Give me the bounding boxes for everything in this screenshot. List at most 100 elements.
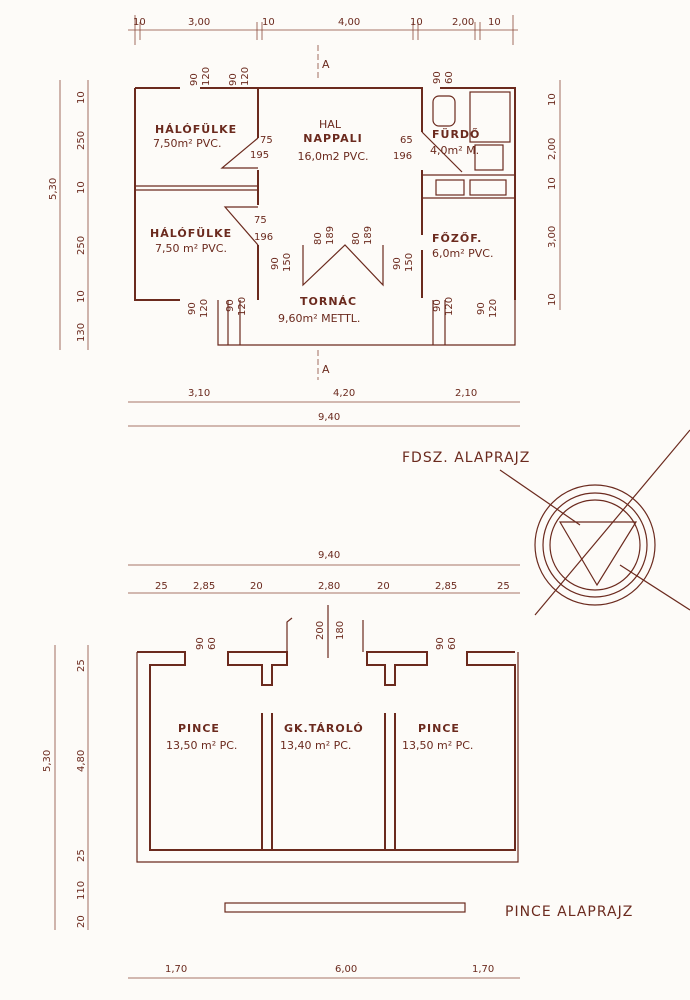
svg-text:3,00: 3,00 <box>547 226 558 248</box>
svg-text:90: 90 <box>187 302 198 315</box>
room-name: HÁLÓFÜLKE <box>155 122 237 136</box>
svg-text:120: 120 <box>237 297 248 316</box>
svg-text:196: 196 <box>393 151 412 162</box>
svg-text:90: 90 <box>432 299 443 312</box>
room-name: HÁLÓFÜLKE <box>150 226 232 240</box>
room-name: PINCE <box>418 722 460 735</box>
svg-text:2,00: 2,00 <box>547 138 558 160</box>
svg-text:90: 90 <box>476 302 487 315</box>
svg-text:65: 65 <box>400 135 413 146</box>
dim-label: 4,00 <box>338 17 360 28</box>
svg-text:10: 10 <box>76 290 87 303</box>
svg-text:75: 75 <box>254 215 267 226</box>
room-area: 7,50m² PVC. <box>153 137 221 150</box>
room-area: 16,0m2 PVC. <box>297 150 368 163</box>
svg-text:150: 150 <box>404 253 415 272</box>
dim-label: 9,40 <box>318 412 340 423</box>
svg-text:80: 80 <box>351 232 362 245</box>
dim-label: 9,40 <box>318 550 340 561</box>
section-mark-bottom: A <box>322 363 330 376</box>
basement-walls <box>136 605 519 913</box>
room-area: 13,50 m² PC. <box>402 739 473 752</box>
svg-text:10: 10 <box>547 93 558 106</box>
door-swings <box>220 131 463 287</box>
svg-text:25: 25 <box>76 659 87 672</box>
svg-text:120: 120 <box>240 67 251 86</box>
svg-text:150: 150 <box>282 253 293 272</box>
svg-text:250: 250 <box>76 236 87 255</box>
section-mark-top: A <box>322 58 330 71</box>
svg-text:25: 25 <box>155 581 168 592</box>
svg-text:10: 10 <box>76 91 87 104</box>
svg-text:20: 20 <box>76 915 87 928</box>
dimension-ticks <box>134 15 514 45</box>
svg-text:196: 196 <box>254 232 273 243</box>
svg-text:2,85: 2,85 <box>435 581 457 592</box>
room-area: 4,0m² M. <box>430 144 479 157</box>
svg-text:90: 90 <box>270 257 281 270</box>
dim-label: 3,00 <box>188 17 210 28</box>
room-area: 13,40 m² PC. <box>280 739 351 752</box>
north-arrow-icon <box>499 429 690 616</box>
room-name: PINCE <box>178 722 220 735</box>
svg-text:90: 90 <box>228 73 239 86</box>
svg-text:90: 90 <box>392 257 403 270</box>
ground-floor-plan: 10 3,00 10 4,00 10 2,00 10 A A <box>48 15 561 466</box>
svg-text:2,85: 2,85 <box>193 581 215 592</box>
dim-label: 3,10 <box>188 388 210 399</box>
walls <box>134 87 516 346</box>
svg-text:90: 90 <box>195 637 206 650</box>
room-name-top: HAL <box>319 118 342 131</box>
dim-label: 4,20 <box>333 388 355 399</box>
svg-text:130: 130 <box>76 323 87 342</box>
basement-plan: 9,40 25 2,85 20 2,80 20 2,85 25 90 60 20… <box>42 550 633 979</box>
room-name: FŐZŐF. <box>432 231 482 245</box>
room-area: 13,50 m² PC. <box>166 739 237 752</box>
svg-text:60: 60 <box>447 637 458 650</box>
svg-text:189: 189 <box>363 226 374 245</box>
basement-top-dims: 25 2,85 20 2,80 20 2,85 25 <box>155 581 510 592</box>
dim-label: 2,10 <box>455 388 477 399</box>
room-area: 6,0m² PVC. <box>432 247 493 260</box>
svg-text:195: 195 <box>250 150 269 161</box>
svg-text:10: 10 <box>547 293 558 306</box>
room-name: GK.TÁROLÓ <box>284 722 364 735</box>
svg-text:90: 90 <box>225 299 236 312</box>
svg-text:90: 90 <box>435 637 446 650</box>
svg-text:25: 25 <box>497 581 510 592</box>
svg-text:60: 60 <box>207 637 218 650</box>
svg-text:120: 120 <box>488 299 499 318</box>
svg-text:110: 110 <box>76 881 87 900</box>
room-area: 9,60m² METTL. <box>278 312 360 325</box>
svg-text:10: 10 <box>76 181 87 194</box>
opening-labels: 90 120 90 120 90 60 75 195 65 196 75 196… <box>187 67 499 318</box>
plan-title: PINCE ALAPRAJZ <box>505 904 633 920</box>
svg-text:5,30: 5,30 <box>42 750 53 772</box>
svg-text:90: 90 <box>189 73 200 86</box>
basement-left-dims: 5,30 25 4,80 25 110 20 <box>42 659 87 928</box>
svg-text:4,80: 4,80 <box>76 750 87 772</box>
svg-text:25: 25 <box>76 849 87 862</box>
dim-label: 10 <box>133 17 146 28</box>
dim-label: 1,70 <box>472 964 494 975</box>
svg-text:2,80: 2,80 <box>318 581 340 592</box>
svg-text:120: 120 <box>199 299 210 318</box>
left-dim-labels: 5,30 10 250 10 250 10 130 <box>48 91 87 342</box>
svg-text:20: 20 <box>250 581 263 592</box>
svg-text:250: 250 <box>76 131 87 150</box>
dim-label: 2,00 <box>452 17 474 28</box>
svg-text:120: 120 <box>201 67 212 86</box>
svg-text:90: 90 <box>432 71 443 84</box>
dim-label: 10 <box>488 17 501 28</box>
dim-label: 10 <box>262 17 275 28</box>
svg-text:180: 180 <box>335 621 346 640</box>
svg-text:200: 200 <box>315 621 326 640</box>
room-name: FÜRDŐ <box>432 127 480 141</box>
room-name: TORNÁC <box>300 295 357 308</box>
svg-text:120: 120 <box>444 297 455 316</box>
dim-label: 6,00 <box>335 964 357 975</box>
basement-opening-labels: 90 60 200 180 90 60 <box>195 621 458 650</box>
room-name: NAPPALI <box>303 132 362 145</box>
svg-text:80: 80 <box>313 232 324 245</box>
